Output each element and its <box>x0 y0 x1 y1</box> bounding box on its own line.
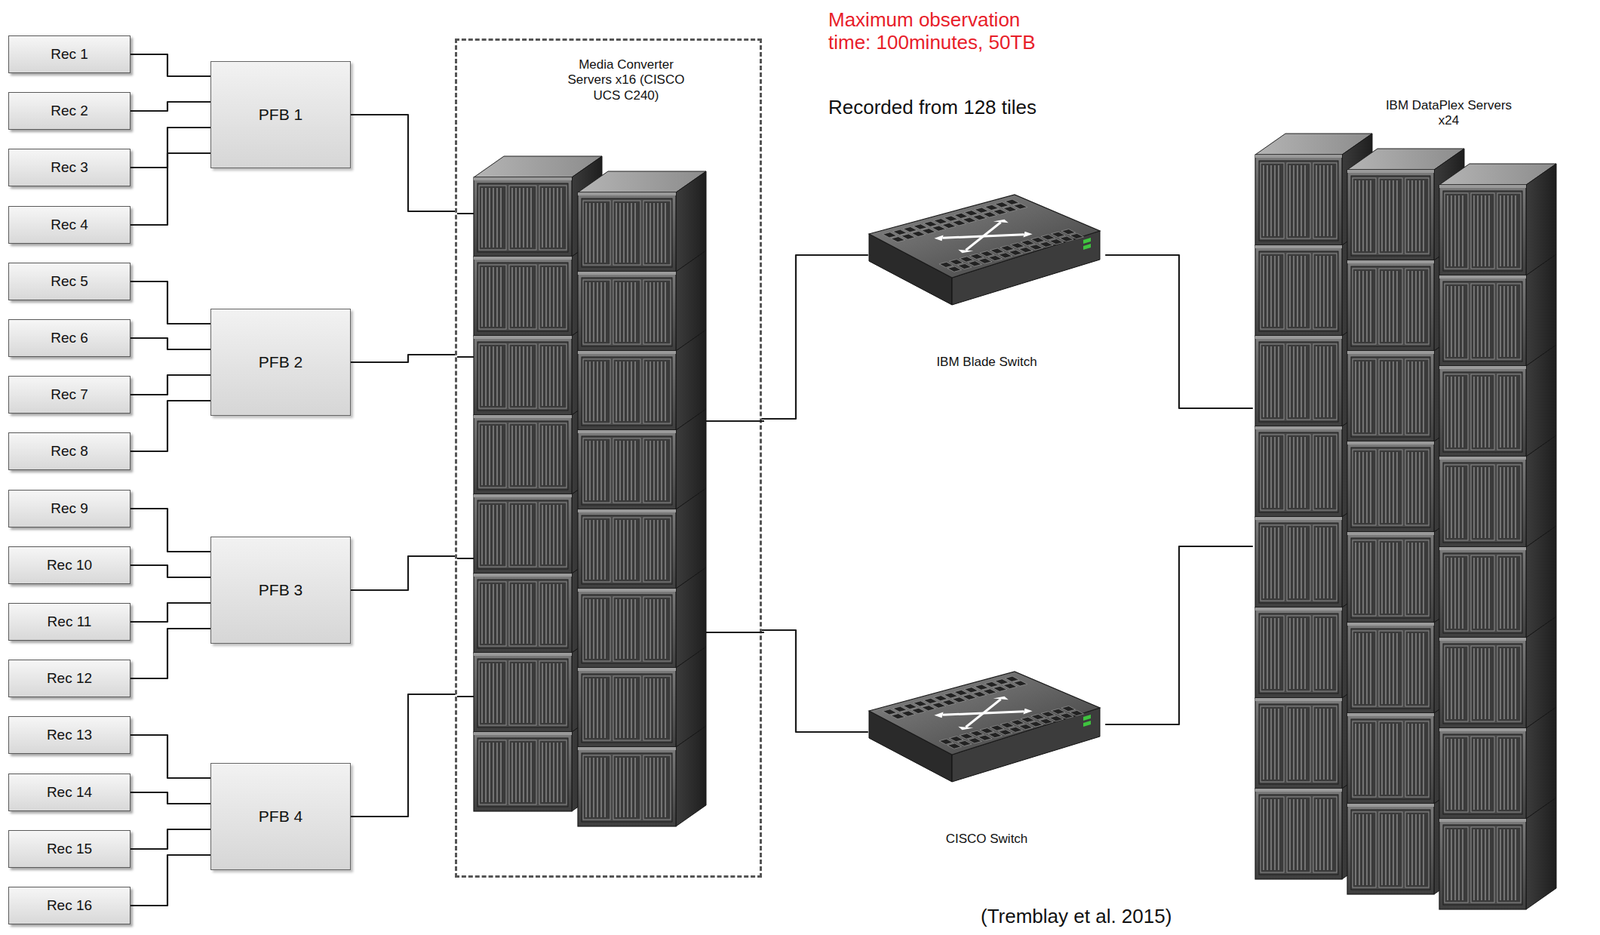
node-label: PFB 4 <box>258 806 303 826</box>
node-label: PFB 3 <box>258 580 303 599</box>
server-unit <box>577 646 707 747</box>
pfb-box: PFB 4 <box>210 762 351 870</box>
connector <box>130 829 211 849</box>
server-unit <box>1439 163 1557 276</box>
server-unit <box>577 488 707 589</box>
node-label: Rec 7 <box>50 386 89 404</box>
connector <box>130 602 211 622</box>
server-rack: IBM DataPlex Servers x24 <box>1252 89 1592 927</box>
connector <box>130 565 211 578</box>
receiver-box: Rec 16 <box>8 886 131 925</box>
network-switch: IBM Blade Switch <box>867 187 1106 385</box>
server-unit <box>1439 254 1557 366</box>
connector <box>130 127 211 168</box>
pfb-box: PFB 3 <box>210 536 351 644</box>
connector <box>130 153 211 225</box>
connector <box>350 114 455 212</box>
receiver-box: Rec 6 <box>8 319 131 357</box>
pfb-box: PFB 1 <box>210 61 351 169</box>
node-label: Rec 15 <box>46 840 93 858</box>
server-unit <box>577 408 707 510</box>
node-label: IBM DataPlex Servers x24 <box>1375 98 1523 129</box>
connector <box>761 254 868 419</box>
node-label: Rec 10 <box>46 556 93 575</box>
connector <box>1105 254 1253 409</box>
node-label: Rec 13 <box>46 726 93 744</box>
connector <box>130 337 211 350</box>
receiver-box: Rec 1 <box>8 35 131 74</box>
citation: (Tremblay et al. 2015) <box>980 905 1230 928</box>
switch-icon <box>869 194 1100 305</box>
node-label: PFB 2 <box>258 352 303 372</box>
node-label: Rec 8 <box>50 442 89 461</box>
receiver-box: Rec 10 <box>8 546 131 584</box>
server-unit <box>1439 435 1557 547</box>
connector <box>1105 546 1253 725</box>
server-unit <box>1439 797 1557 910</box>
receiver-box: Rec 3 <box>8 148 131 187</box>
note-text: Recorded from 128 tiles <box>828 96 1085 120</box>
connector <box>130 628 211 679</box>
node-label: Rec 12 <box>46 669 93 688</box>
network-switch: CISCO Switch <box>867 663 1106 862</box>
connector <box>130 508 211 552</box>
server-unit <box>577 725 707 827</box>
node-label: Rec 16 <box>46 896 93 915</box>
note-text: Maximum observation time: 100minutes, 50… <box>828 9 1055 55</box>
receiver-box: Rec 14 <box>8 773 131 811</box>
server-unit <box>1439 706 1557 819</box>
receiver-box: Rec 13 <box>8 715 131 754</box>
receiver-box: Rec 4 <box>8 205 131 244</box>
connector <box>350 555 455 590</box>
node-label: IBM Blade Switch <box>867 354 1106 370</box>
connector <box>130 374 211 395</box>
connector <box>130 281 211 324</box>
node-label: Rec 11 <box>47 613 93 631</box>
server-unit <box>577 567 707 668</box>
node-label: Rec 5 <box>50 273 89 291</box>
connector <box>130 734 211 778</box>
node-label: Rec 6 <box>50 329 89 348</box>
server-unit <box>1439 525 1557 638</box>
node-label: Rec 9 <box>50 500 89 518</box>
receiver-box: Rec 11 <box>8 602 131 641</box>
connector <box>130 400 211 452</box>
node-label: Rec 2 <box>50 102 89 120</box>
server-unit <box>577 171 707 272</box>
receiver-box: Rec 8 <box>8 432 131 470</box>
server-unit <box>577 250 707 351</box>
rack-illustration <box>1252 89 1592 927</box>
node-label: Rec 1 <box>50 46 89 64</box>
connector <box>130 54 211 77</box>
node-label: Rec 4 <box>50 216 89 234</box>
connector <box>130 792 211 804</box>
receiver-box: Rec 9 <box>8 489 131 528</box>
pfb-box: PFB 2 <box>210 308 351 416</box>
server-group: Media Converter Servers x16 (CISCO UCS C… <box>454 38 762 878</box>
node-label: Media Converter Servers x16 (CISCO UCS C… <box>565 57 687 104</box>
node-label: PFB 1 <box>258 104 303 124</box>
receiver-box: Rec 12 <box>8 659 131 698</box>
server-unit <box>1439 616 1557 728</box>
connector <box>350 694 455 817</box>
node-label: CISCO Switch <box>867 831 1106 847</box>
server-unit <box>1439 344 1557 457</box>
rack-illustration <box>457 40 765 880</box>
server-unit <box>577 329 707 430</box>
node-label: Rec 3 <box>50 159 89 177</box>
connector <box>350 354 455 363</box>
receiver-box: Rec 7 <box>8 375 131 414</box>
receiver-box: Rec 15 <box>8 829 131 868</box>
connector <box>130 854 211 906</box>
switch-icon <box>869 671 1100 782</box>
receiver-box: Rec 2 <box>8 92 131 130</box>
receiver-box: Rec 5 <box>8 262 131 301</box>
node-label: Rec 14 <box>46 783 93 802</box>
connector <box>761 629 868 732</box>
connector <box>130 101 211 111</box>
